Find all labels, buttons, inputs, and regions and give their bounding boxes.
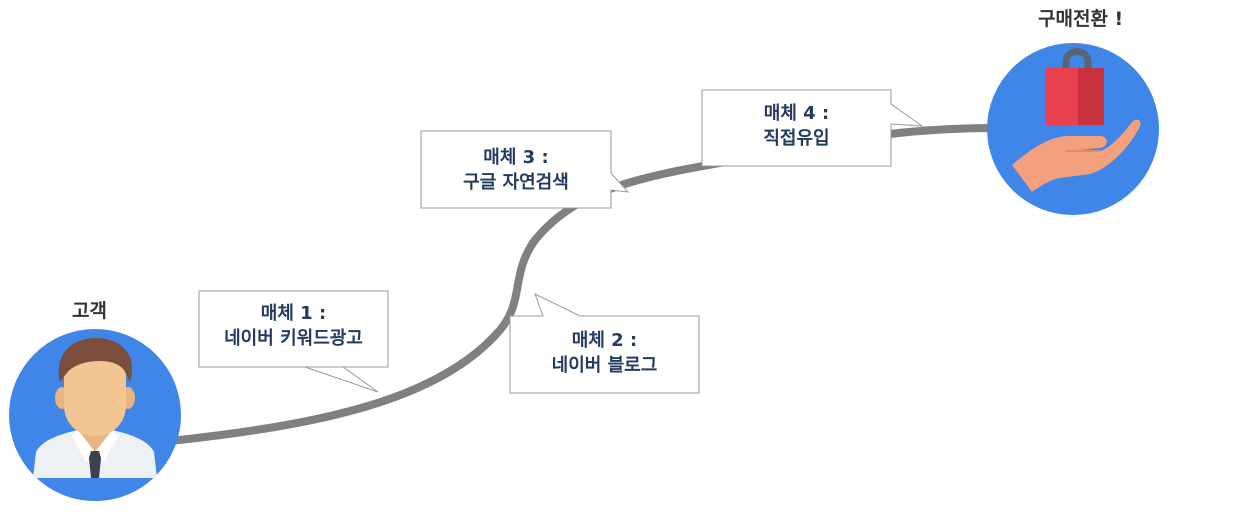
step-1-name: 네이버 키워드광고 <box>224 328 363 349</box>
step-1-title: 매체 1 : <box>260 303 327 324</box>
callout-bubble-2 <box>509 293 700 394</box>
step-4-name: 직접유입 <box>763 128 830 149</box>
step-4-title: 매체 4 : <box>763 103 830 124</box>
purchase-conversion-icon <box>987 43 1159 215</box>
step-3-text: 매체 3 : 구글 자연검색 <box>421 145 611 195</box>
step-2-title: 매체 2 : <box>571 330 638 351</box>
step-2-name: 네이버 블로그 <box>551 355 658 376</box>
callout-bubble-4 <box>701 89 924 167</box>
step-2-text: 매체 2 : 네이버 블로그 <box>510 328 699 378</box>
step-4-text: 매체 4 : 직접유입 <box>702 101 891 151</box>
step-3-title: 매체 3 : <box>483 147 549 168</box>
customer-label: 고객 <box>72 300 107 322</box>
callout-bubble-1 <box>198 290 389 393</box>
step-1-text: 매체 1 : 네이버 키워드광고 <box>199 301 388 351</box>
customer-avatar-icon <box>9 329 181 501</box>
callout-bubble-3 <box>420 130 630 209</box>
conversion-label: 구매전환 ! <box>1038 8 1124 30</box>
step-3-name: 구글 자연검색 <box>463 172 569 193</box>
